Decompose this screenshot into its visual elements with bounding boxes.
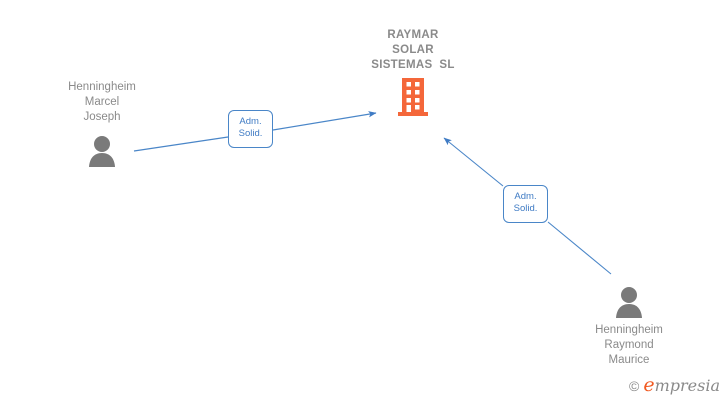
company-title-line-2: SOLAR [392,44,434,56]
copyright-icon: © [629,377,640,394]
person-left-name-line-1: Henningheim [68,81,136,93]
edge-person-left-to-company [133,136,229,152]
person-node-right[interactable]: Henningheim Raymond Maurice [559,282,699,368]
person-right-icon-wrap [559,282,699,318]
person-right-name-line-3: Maurice [608,354,650,366]
person-right-name: Henningheim Raymond Maurice [559,323,699,368]
person-icon[interactable] [614,286,644,318]
brand-logo: empresia [643,376,720,395]
relation-label-left[interactable]: Adm. Solid. [228,110,273,148]
person-right-name-line-2: Raymond [604,339,654,351]
person-left-name: Henningheim Marcel Joseph [32,80,172,125]
person-icon[interactable] [87,135,117,167]
brand-logo-rest: mpresia [654,376,720,395]
company-title-line-1: RAYMAR [387,29,439,41]
edge-person-right-to-company-arrow [443,137,504,187]
edge-person-left-to-company-arrow [272,111,377,131]
company-icon-wrap [338,78,488,120]
relation-label-right-line-2: Solid. [513,203,538,214]
person-right-name-line-1: Henningheim [595,324,663,336]
brand-logo-lead: e [643,374,655,396]
company-title-line-3: SISTEMAS SL [371,59,455,71]
building-icon[interactable] [398,78,428,116]
person-left-name-line-3: Joseph [83,111,121,123]
relation-label-right[interactable]: Adm. Solid. [503,185,548,223]
person-node-left[interactable]: Henningheim Marcel Joseph [32,80,172,167]
watermark: © empresia [629,376,720,395]
relation-label-right-line-1: Adm. [514,191,537,202]
company-title: RAYMAR SOLAR SISTEMAS SL [338,28,488,73]
relation-label-left-line-2: Solid. [238,128,263,139]
person-left-name-line-2: Marcel [84,96,120,108]
relation-label-left-line-1: Adm. [239,116,262,127]
edge-person-right-to-company [547,221,612,275]
company-node[interactable]: RAYMAR SOLAR SISTEMAS SL [338,28,488,120]
person-left-icon-wrap [32,131,172,167]
